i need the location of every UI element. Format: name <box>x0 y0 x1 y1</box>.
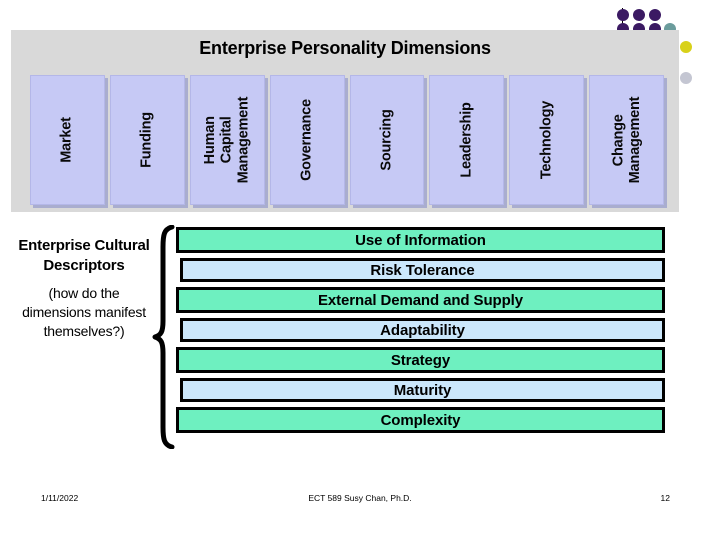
descriptor-bar[interactable]: Adaptability <box>180 318 665 342</box>
descriptor-bar[interactable]: Use of Information <box>176 227 665 253</box>
dimension-label: Governance <box>298 99 315 181</box>
descriptors-caption: Enterprise Cultural Descriptors (how do … <box>14 236 154 342</box>
decorative-dot <box>680 41 692 53</box>
dimension-box[interactable]: Sourcing <box>349 75 425 205</box>
descriptor-bar-label: Adaptability <box>380 321 465 339</box>
descriptor-bar-label: Use of Information <box>355 231 486 249</box>
descriptor-bar-label: Complexity <box>380 411 461 429</box>
dimension-box-row: Market Funding Human Capital Management Gov… <box>30 75 664 205</box>
descriptor-bar[interactable]: External Demand and Supply <box>176 287 665 313</box>
dimension-box[interactable]: Governance <box>269 75 345 205</box>
descriptor-bar[interactable]: Complexity <box>176 407 665 433</box>
descriptor-bar-label: Risk Tolerance <box>370 261 475 279</box>
dimension-box[interactable]: Market <box>30 75 105 205</box>
dimension-label: Leadership <box>458 102 475 178</box>
descriptors-heading: Enterprise Cultural Descriptors <box>18 237 150 274</box>
dimension-label: Market <box>59 117 76 163</box>
descriptor-bar[interactable]: Strategy <box>176 347 665 373</box>
panel-title: Enterprise Personality Dimensions <box>199 38 491 58</box>
decorative-dot <box>617 9 629 21</box>
decorative-dot <box>649 9 661 21</box>
descriptor-bar[interactable]: Maturity <box>180 378 665 402</box>
dimension-label: Funding <box>138 112 155 168</box>
dimension-label: Technology <box>538 100 555 180</box>
curly-brace-icon <box>152 225 175 449</box>
dimension-box[interactable]: Funding <box>109 75 185 205</box>
dimension-box[interactable]: Leadership <box>429 75 505 205</box>
enterprise-personality-dimensions-panel: Enterprise Personality Dimensions Market… <box>11 30 679 212</box>
dimension-label: Sourcing <box>378 109 395 171</box>
decorative-dot <box>633 9 645 21</box>
footer-date: 1/11/2022 <box>41 493 79 503</box>
dimension-box[interactable]: Human Capital Management <box>189 75 265 205</box>
footer-course-author: ECT 589 Susy Chan, Ph.D. <box>308 493 412 503</box>
descriptors-subtext: (how do the dimensions manifest themselv… <box>22 284 146 340</box>
dimension-box[interactable]: Technology <box>509 75 585 205</box>
descriptor-bar-label: Maturity <box>393 381 452 399</box>
dimension-box[interactable]: Change Management <box>589 75 664 205</box>
descriptor-bar[interactable]: Risk Tolerance <box>180 258 665 282</box>
enterprise-cultural-descriptors-section: Enterprise Cultural Descriptors (how do … <box>0 222 720 462</box>
decorative-dot <box>680 72 692 84</box>
dimension-label: Change Management <box>609 96 643 184</box>
descriptor-bar-label: External Demand and Supply <box>318 291 523 309</box>
descriptor-bar-label: Strategy <box>390 351 451 369</box>
dimension-label: Human Capital Management <box>202 96 252 184</box>
footer-page-number: 12 <box>660 493 670 503</box>
slide-footer: 1/11/2022 ECT 589 Susy Chan, Ph.D. 12 <box>0 493 720 513</box>
